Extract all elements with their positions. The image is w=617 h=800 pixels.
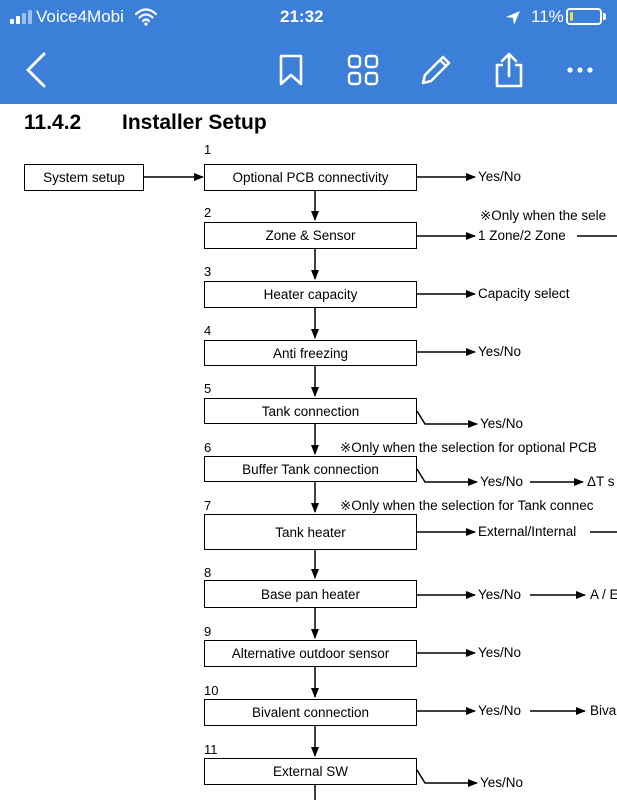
output-label: Yes/No xyxy=(480,775,524,790)
more-button[interactable] xyxy=(560,50,600,90)
note-text: ※Only when the selection for Tank connec xyxy=(340,498,594,513)
step-number: 11 xyxy=(204,742,218,757)
output-label: Yes/No xyxy=(478,169,522,184)
location-icon xyxy=(506,11,520,25)
step-box: Tank heater xyxy=(204,514,417,550)
step-box: Heater capacity xyxy=(204,281,417,308)
bookmark-button[interactable] xyxy=(271,50,311,90)
section-heading: 11.4.2 Installer Setup xyxy=(24,111,267,135)
share-icon xyxy=(495,52,523,88)
step-number: 9 xyxy=(204,624,212,639)
bookmark-icon xyxy=(279,54,303,86)
back-icon xyxy=(26,52,46,88)
battery-icon xyxy=(566,8,602,25)
step-number: 5 xyxy=(204,381,212,396)
section-title: Installer Setup xyxy=(122,111,267,134)
battery-tip xyxy=(603,13,606,20)
step-number: 2 xyxy=(204,205,212,220)
step-box: Anti freezing xyxy=(204,340,417,366)
pencil-icon xyxy=(421,55,451,85)
section-number: 11.4.2 xyxy=(24,111,82,134)
start-box: System setup xyxy=(24,164,144,191)
step-number: 1 xyxy=(204,142,212,157)
step-box: External SW xyxy=(204,758,417,785)
share-button[interactable] xyxy=(489,50,529,90)
step-number: 6 xyxy=(204,440,212,455)
step-number: 3 xyxy=(204,264,212,279)
output-label: 1 Zone/2 Zone xyxy=(478,228,566,243)
top-bar: Voice4Mobi 21:32 11% xyxy=(0,0,617,104)
output-label: Yes/No xyxy=(478,344,522,359)
step-box: Bivalent connection xyxy=(204,699,417,726)
annotate-button[interactable] xyxy=(416,50,456,90)
output-label: ΔT s xyxy=(587,474,615,489)
document-page[interactable]: 11.4.2 Installer Setup xyxy=(0,104,617,800)
carrier-name: Voice4Mobi xyxy=(36,7,124,26)
step-number: 10 xyxy=(204,683,219,698)
step-number: 7 xyxy=(204,498,212,513)
output-label: Capacity select xyxy=(478,286,570,301)
step-number: 8 xyxy=(204,565,212,580)
output-label: Yes/No xyxy=(480,474,524,489)
note-text: ※Only when the selection for optional PC… xyxy=(340,440,597,455)
step-box: Tank connection xyxy=(204,398,417,424)
flowchart-connectors xyxy=(143,173,617,800)
note-text: ※Only when the sele xyxy=(480,208,607,223)
wifi-icon xyxy=(135,8,157,26)
step-box: Zone & Sensor xyxy=(204,222,417,249)
clock: 21:32 xyxy=(280,7,324,26)
step-box: Optional PCB connectivity xyxy=(204,164,417,191)
output-label: Yes/No xyxy=(478,645,522,660)
step-box: Buffer Tank connection xyxy=(204,456,417,482)
step-box: Base pan heater xyxy=(204,580,417,608)
grid-icon xyxy=(347,54,379,86)
battery-percentage: 11% xyxy=(531,7,564,26)
output-label: External/Internal xyxy=(478,524,577,539)
grid-button[interactable] xyxy=(343,50,383,90)
output-label: Yes/No xyxy=(478,703,522,718)
more-icon xyxy=(567,67,593,73)
step-number: 4 xyxy=(204,323,212,338)
output-label: Yes/No xyxy=(480,416,524,431)
back-button[interactable] xyxy=(16,50,56,90)
output-label: Biva xyxy=(590,703,617,718)
step-box: Alternative outdoor sensor xyxy=(204,640,417,667)
output-label: Yes/No xyxy=(478,587,522,602)
output-label: A / E xyxy=(590,587,617,602)
